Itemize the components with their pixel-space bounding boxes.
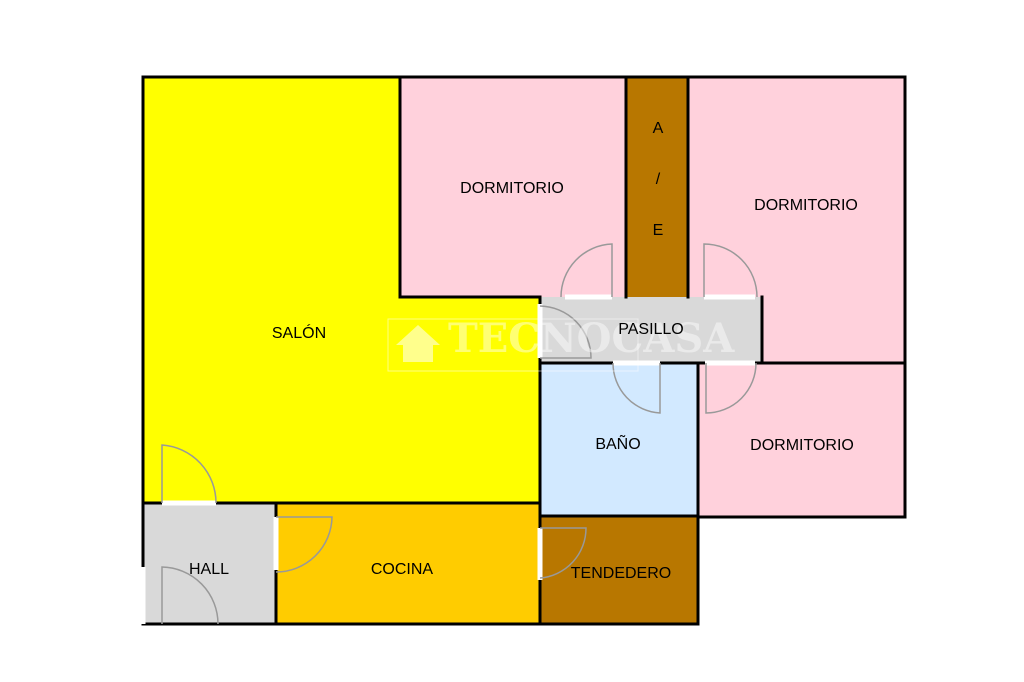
door-bano	[612, 362, 661, 414]
label-dormitorio-2: DORMITORIO	[754, 197, 858, 214]
door-dormitorio-2	[703, 243, 758, 298]
label-ae-slash: /	[656, 171, 661, 188]
label-pasillo: PASILLO	[618, 321, 684, 338]
label-salon: SALÓN	[272, 323, 326, 342]
door-swings	[161, 243, 758, 625]
room-salon	[143, 77, 540, 503]
room-tendedero	[540, 516, 698, 624]
house-icon	[396, 325, 440, 362]
door-bano-tendedero	[539, 527, 587, 579]
room-dormitorio-1	[400, 77, 626, 297]
door-entrance	[161, 566, 219, 625]
door-dormitorio-1	[560, 243, 613, 298]
door-openings	[140, 294, 755, 624]
watermark-logo: TECNOCASA	[387, 315, 735, 372]
room-cocina	[276, 503, 540, 624]
door-dormitorio-3	[705, 362, 757, 414]
watermark-name: TECNOCASA	[448, 315, 735, 362]
label-dormitorio-1: DORMITORIO	[460, 180, 564, 197]
label-bano: BAÑO	[595, 433, 640, 453]
label-dormitorio-3: DORMITORIO	[750, 437, 854, 454]
room-dormitorio-3	[698, 363, 905, 517]
label-ae-e: E	[653, 222, 664, 239]
door-salon-pasillo	[539, 305, 592, 359]
room-pasillo	[540, 297, 762, 363]
label-hall: HALL	[189, 561, 229, 578]
door-salon-hall	[161, 444, 217, 504]
room-armario-empotrado	[626, 77, 688, 297]
label-cocina: COCINA	[371, 561, 434, 578]
door-hall-cocina	[275, 516, 333, 573]
label-ae-a: A	[653, 120, 664, 137]
label-tendedero: TENDEDERO	[571, 565, 671, 582]
room-hall	[143, 503, 276, 624]
